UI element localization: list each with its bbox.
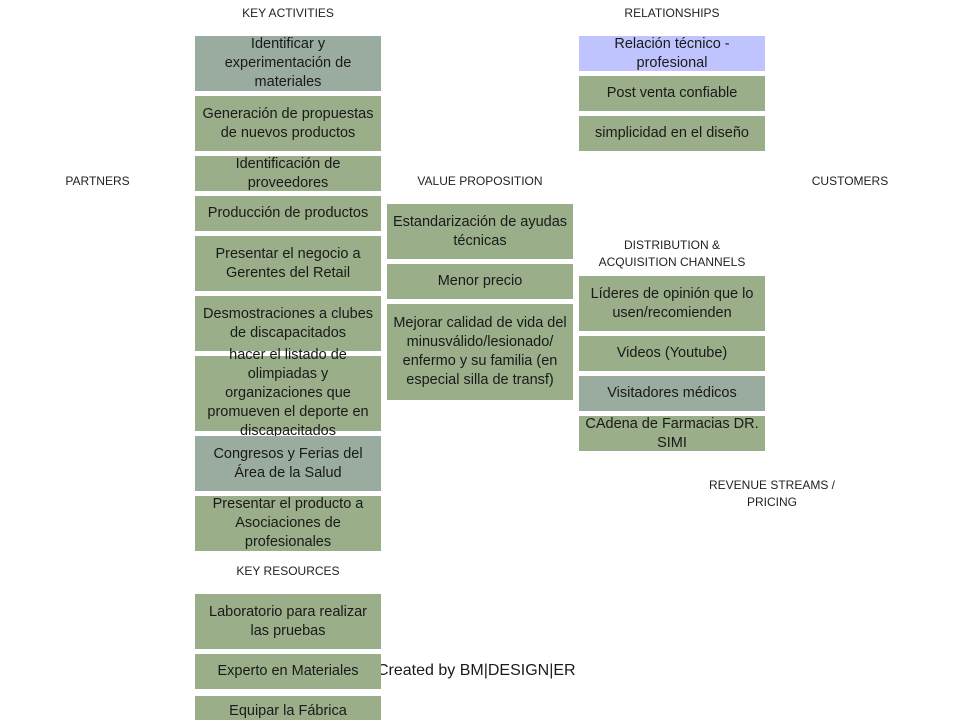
activity-text: Presentar el negocio a Gerentes del Reta… — [215, 245, 361, 281]
relationship-card: simplicidad en el diseño — [579, 116, 765, 151]
resource-card-overlay: Experto en Materiales — [195, 654, 381, 689]
activity-card: Presentar el producto a Asociaciones de … — [195, 496, 381, 551]
relationship-text: simplicidad en el diseño — [595, 125, 749, 141]
channel-text: Líderes de opinión que lo usen/recomiend… — [590, 285, 754, 321]
customers-header: CUSTOMERS — [811, 174, 889, 188]
activity-text: Identificación de proveedores — [235, 155, 341, 191]
activity-card: Congresos y Ferias del Área de la Salud — [195, 436, 381, 491]
resource-card: Equipar la Fábrica — [195, 696, 381, 720]
resource-text: Experto en Materiales — [217, 663, 359, 679]
value-card: Estandarización de ayudas técnicas — [387, 204, 573, 259]
activity-text: Presentar el producto a Asociaciones de … — [212, 496, 364, 550]
activity-card: Generación de propuestas de nuevos produ… — [195, 96, 381, 151]
partners-header: PARTNERS — [65, 174, 130, 188]
revenue-streams-header: REVENUE STREAMS / PRICING — [708, 478, 836, 509]
value-proposition-header: VALUE PROPOSITION — [417, 174, 543, 188]
value-text: Menor precio — [437, 273, 523, 289]
resource-text: Equipar la Fábrica — [229, 703, 347, 719]
activity-text: Producción de productos — [207, 205, 369, 221]
channel-text: CAdena de Farmacias DR. SIMI — [585, 415, 759, 451]
channel-text: Videos (Youtube) — [616, 345, 728, 361]
relationship-text: Post venta confiable — [606, 85, 738, 101]
relationships-header: RELATIONSHIPS — [624, 6, 720, 20]
activity-card: Presentar el negocio a Gerentes del Reta… — [195, 236, 381, 291]
value-text: Estandarización de ayudas técnicas — [392, 213, 568, 249]
activity-card: Identificar y experimentación de materia… — [195, 36, 381, 91]
activity-text: hacer el listado de olimpiadas y organiz… — [207, 347, 369, 439]
relationship-card: Post venta confiable — [579, 76, 765, 111]
activity-card: Identificación de proveedores — [195, 156, 381, 191]
resource-text: Laboratorio para realizar las pruebas — [209, 603, 367, 639]
value-text: Mejorar calidad de vida del minusválido/… — [393, 315, 567, 388]
channel-card: Videos (Youtube) — [579, 336, 765, 371]
key-activities-header: KEY ACTIVITIES — [242, 6, 334, 20]
activity-text: Congresos y Ferias del Área de la Salud — [213, 445, 363, 481]
channel-card: Visitadores médicos — [579, 376, 765, 411]
activity-text: Generación de propuestas de nuevos produ… — [202, 105, 374, 141]
value-card: Mejorar calidad de vida del minusválido/… — [387, 304, 573, 400]
channel-card: Líderes de opinión que lo usen/recomiend… — [579, 276, 765, 331]
activity-card: hacer el listado de olimpiadas y organiz… — [195, 347, 381, 439]
channel-text: Visitadores médicos — [607, 385, 737, 401]
distribution-channels-header: DISTRIBUTION & ACQUISITION CHANNELS — [598, 238, 746, 269]
resource-card: Laboratorio para realizar las pruebas — [195, 594, 381, 649]
value-card: Menor precio — [387, 264, 573, 299]
relationship-text: Relación técnico - profesional — [614, 35, 730, 71]
activity-text: Identificar y experimentación de materia… — [224, 36, 352, 90]
relationship-card: Relación técnico - profesional — [579, 36, 765, 71]
activity-card: Producción de productos — [195, 196, 381, 231]
channel-card: CAdena de Farmacias DR. SIMI — [579, 416, 765, 451]
credit-text: Created by BM|DESIGN|ER — [377, 662, 576, 679]
activity-text: Desmostraciones a clubes de discapacitad… — [202, 305, 374, 341]
activity-card: Desmostraciones a clubes de discapacitad… — [195, 296, 381, 351]
key-resources-header: KEY RESOURCES — [236, 564, 340, 578]
